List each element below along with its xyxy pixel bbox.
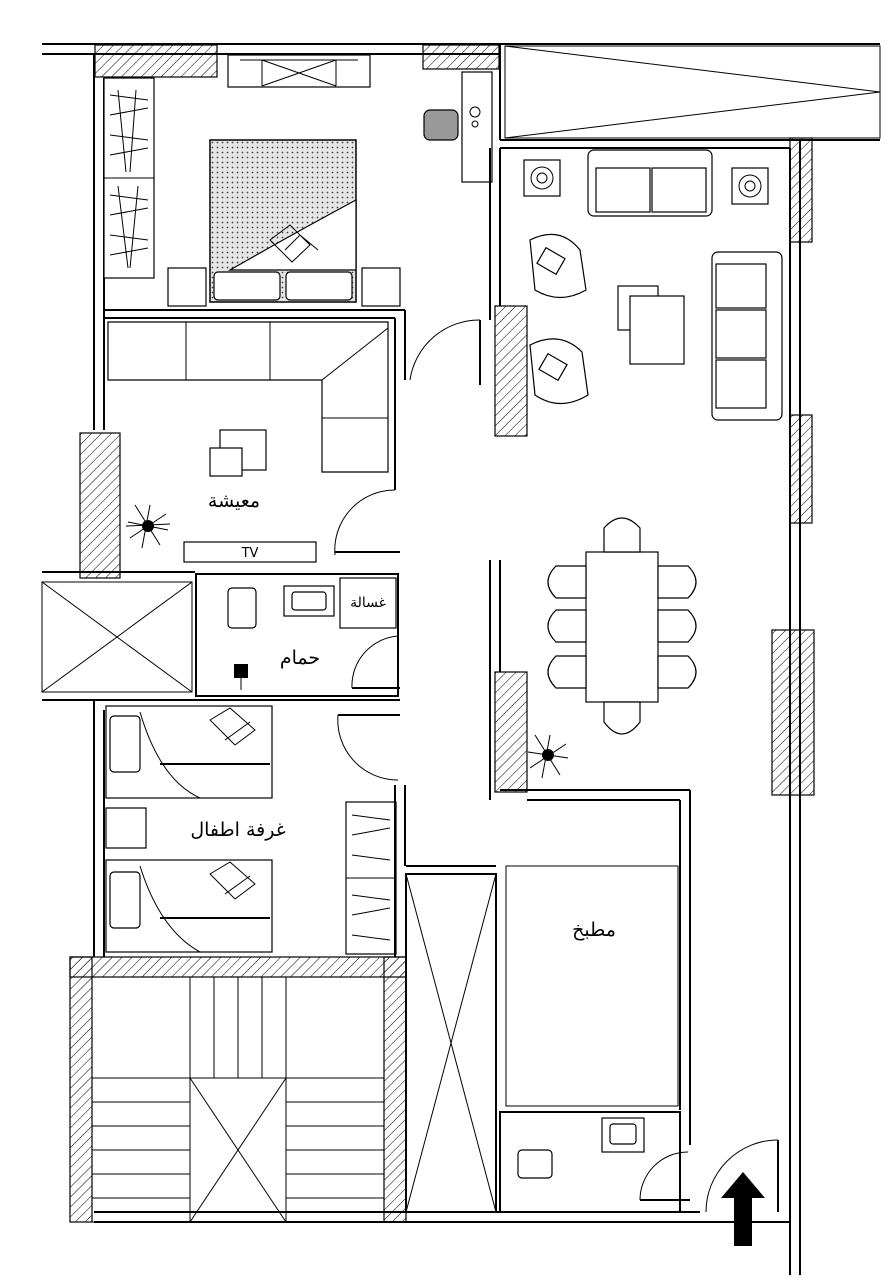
entrance-arrow-icon [721,1172,765,1246]
kitchen-counter [505,865,679,1107]
label-living: معيشة [208,490,260,512]
speaker [523,159,561,197]
living-door[interactable] [334,489,400,556]
label-bathroom: حمام [280,647,320,669]
label-kitchen: مطبخ [572,919,616,941]
plant-icon [125,504,171,549]
living-room: معيشة TV [107,321,389,563]
outer-walls [42,43,880,1275]
kids-room-door[interactable] [337,714,400,781]
wall-columns [69,44,815,1223]
bedroom-window [227,54,371,88]
bathroom-door[interactable] [351,635,400,689]
nightstand [361,267,401,307]
label-laundry: غسالة [350,595,386,611]
floor-drain [234,664,248,678]
salon [523,149,783,421]
speaker [731,167,769,205]
kids-room: غرفة اطفال [93,699,400,957]
dining-table [585,551,659,703]
nightstand [167,267,207,307]
plant-icon [527,734,569,779]
tv-unit [183,541,317,563]
washer-space [339,577,397,629]
toilet [227,587,257,629]
balcony [504,45,881,139]
stairwell [91,976,385,1223]
dining [527,517,697,779]
bathroom: غسالة حمام [195,573,399,697]
desk [105,807,147,849]
tv-label: TV [241,546,259,561]
chair [423,109,459,141]
label-kids-room: غرفة اطفال [190,819,285,841]
kitchen: مطبخ [499,789,691,1213]
bedroom [103,71,493,307]
corner-sofa [107,321,389,473]
bedroom-door[interactable] [409,319,481,385]
entrance-door[interactable] [705,1139,779,1213]
light-shaft [41,571,195,701]
toilet [517,1149,553,1179]
elevator-shaft [405,865,497,1213]
